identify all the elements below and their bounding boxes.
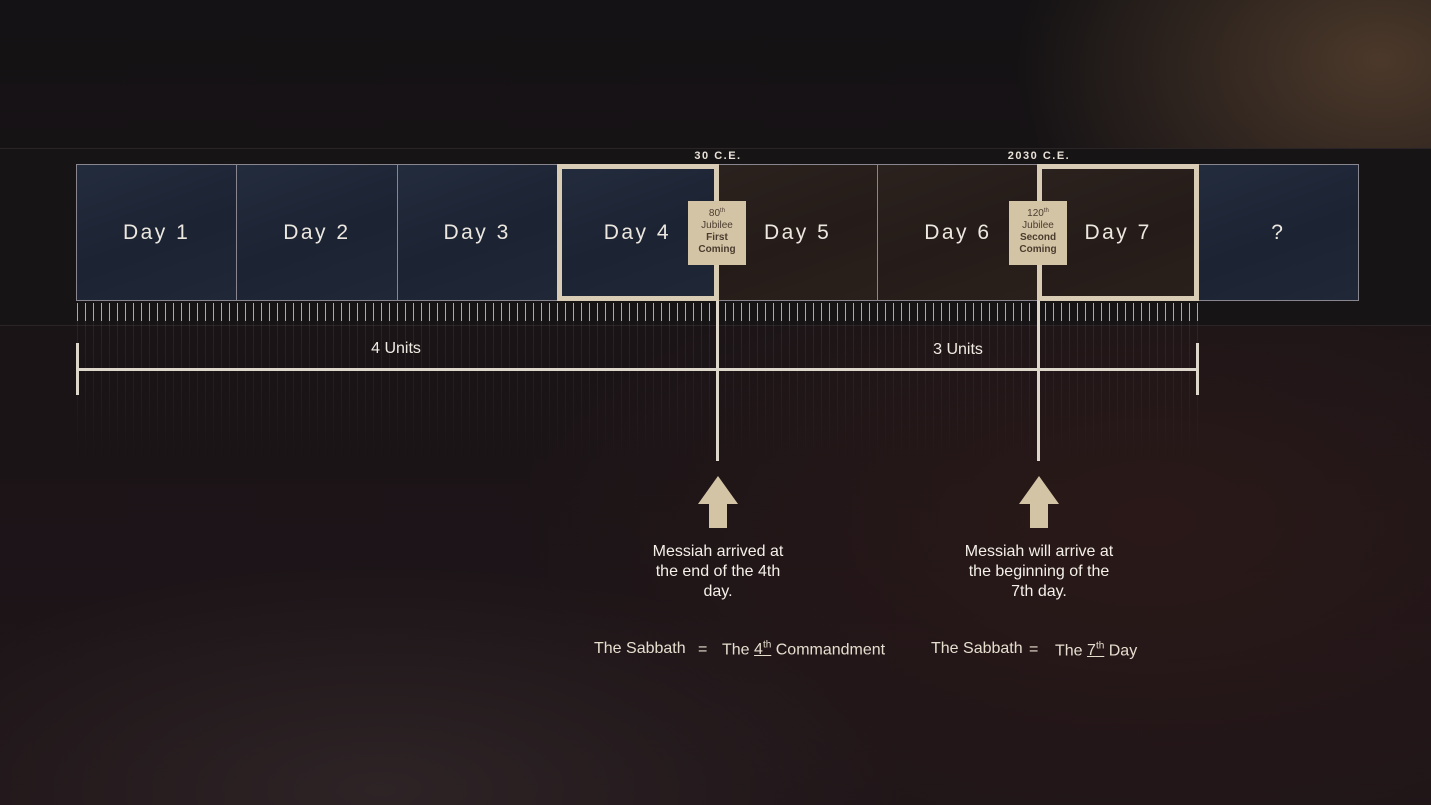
note-line-2: the beginning of the	[968, 563, 1110, 580]
eq-sup: th	[1095, 641, 1105, 652]
jubilee-suffix: th	[720, 208, 726, 214]
eq-num: 4	[754, 641, 763, 659]
sabbath-subject-left: The Sabbath	[594, 640, 686, 657]
eq-ordinal: 7th	[1087, 641, 1105, 660]
eq-num: 7	[1087, 642, 1096, 660]
span-bar	[77, 368, 1198, 371]
day-cell-2: Day 2	[237, 165, 398, 300]
note-line-3: day.	[703, 583, 733, 600]
eq-ordinal: 4th	[754, 640, 772, 659]
day-cell-unknown: ?	[1198, 165, 1358, 300]
jubilee-number: 120	[1027, 208, 1044, 219]
equals-sign-right: =	[1029, 641, 1039, 658]
commandment-equation: The 4th Commandment	[722, 640, 885, 659]
event-line-2: Coming	[1019, 244, 1057, 255]
eq-pre: The	[1055, 642, 1083, 660]
faded-gridlines	[77, 318, 1199, 468]
second-coming-label: 120th Jubilee Second Coming	[1009, 201, 1067, 265]
note-line-1: Messiah will arrive at	[964, 543, 1114, 560]
eq-sup: th	[762, 640, 772, 651]
event-line-2: Coming	[698, 244, 736, 255]
note-line-3: 7th day.	[1011, 583, 1067, 600]
second-coming-line	[1037, 301, 1040, 461]
first-coming-label: 80th Jubilee First Coming	[688, 201, 746, 265]
jubilee-suffix: th	[1043, 208, 1049, 214]
tick-ruler	[77, 303, 1199, 321]
day-cell-3: Day 3	[397, 165, 558, 300]
first-coming-line	[716, 301, 719, 461]
jubilee-word: Jubilee	[701, 220, 733, 231]
right-span-label: 3 Units	[933, 341, 983, 358]
eq-post: Commandment	[775, 641, 886, 659]
day-cell-1: Day 1	[77, 165, 238, 300]
up-arrow-icon	[1019, 476, 1059, 528]
year-label-second: 2030 C.E.	[1007, 150, 1071, 162]
day-cell-4: Day 4	[557, 165, 718, 300]
day-equation: The 7th Day	[1055, 641, 1137, 660]
eq-pre: The	[722, 641, 750, 659]
event-line-1: Second	[1019, 232, 1057, 243]
span-end-left	[76, 343, 79, 395]
jubilee-number: 80	[708, 208, 721, 219]
up-arrow-icon	[698, 476, 738, 528]
first-arrival-note: Messiah arrived at the end of the 4th da…	[618, 542, 818, 602]
note-line-1: Messiah arrived at	[652, 543, 784, 560]
year-label-first: 30 C.E.	[694, 150, 742, 162]
day-timeline: Day 1 Day 2 Day 3 Day 4 Day 5 Day 6 Day …	[76, 164, 1359, 301]
note-line-2: the end of the 4th	[655, 563, 781, 580]
left-span-label: 4 Units	[371, 340, 421, 357]
event-line-1: First	[706, 232, 728, 243]
jubilee-word: Jubilee	[1022, 220, 1054, 231]
eq-post: Day	[1108, 642, 1138, 660]
second-arrival-note: Messiah will arrive at the beginning of …	[939, 542, 1139, 602]
sabbath-subject-right: The Sabbath	[931, 640, 1023, 657]
span-end-right	[1196, 343, 1199, 395]
equals-sign-left: =	[698, 641, 708, 658]
